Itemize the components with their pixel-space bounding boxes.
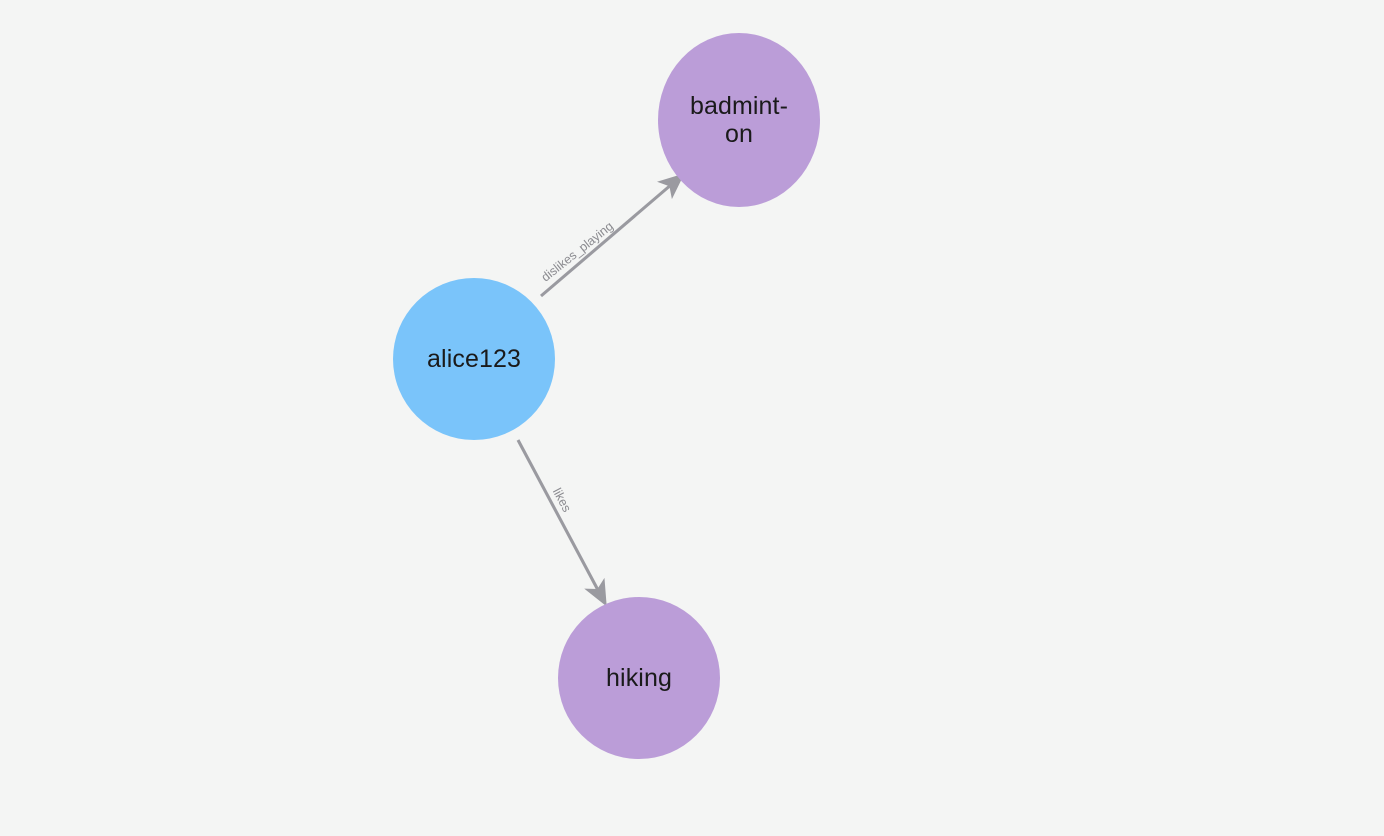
graph-node-alice123[interactable]: alice123 — [393, 278, 555, 440]
graph-node-badminton[interactable]: badmint- on — [658, 33, 820, 207]
graph-node-hiking[interactable]: hiking — [558, 597, 720, 759]
edge-dislikes-playing-line[interactable] — [539, 173, 685, 298]
node-label-alice123: alice123 — [427, 345, 521, 373]
node-label-hiking: hiking — [606, 664, 672, 692]
node-label-badminton: badmint- on — [689, 92, 789, 148]
edge-likes-line[interactable] — [516, 439, 607, 607]
